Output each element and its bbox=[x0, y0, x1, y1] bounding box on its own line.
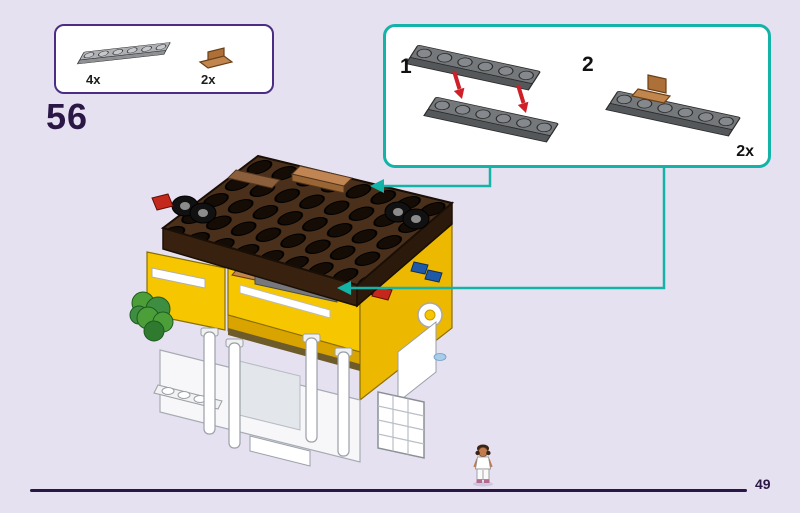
placed-tan-plate-icon bbox=[291, 165, 353, 194]
part-quantity-label: 4x bbox=[86, 72, 101, 87]
parts-callout-box: 4x 2x bbox=[54, 24, 274, 94]
lower-white-structure bbox=[153, 349, 425, 467]
bracket-icon bbox=[198, 47, 234, 69]
blue-bow-icon bbox=[433, 353, 447, 361]
columns bbox=[200, 327, 353, 457]
building-walls bbox=[146, 222, 453, 404]
substep2-assembly-icon bbox=[605, 74, 742, 137]
step-number: 56 bbox=[46, 96, 89, 137]
teal-arrow-1 bbox=[370, 167, 492, 193]
plant-foliage bbox=[129, 291, 174, 342]
minifigure bbox=[473, 444, 493, 487]
plate-1x6-icon bbox=[76, 41, 171, 65]
parts-art bbox=[76, 41, 234, 69]
footer-divider bbox=[30, 489, 747, 492]
substep-2-label: 2 bbox=[582, 53, 594, 76]
bracket-on-model-icon bbox=[245, 255, 263, 273]
callout-quantity-label: 2x bbox=[736, 143, 754, 160]
assembly-callout-box: 1 2 2x bbox=[383, 24, 771, 168]
page-number: 49 bbox=[755, 476, 771, 492]
brown-base-plate bbox=[151, 154, 455, 308]
red-placement-arrows bbox=[452, 70, 529, 113]
logo-badge-icon bbox=[417, 302, 443, 328]
mid-layer-plates bbox=[208, 239, 443, 303]
lattice-window bbox=[377, 391, 425, 459]
model-illustration bbox=[129, 154, 455, 467]
substep-1-label: 1 bbox=[400, 55, 412, 78]
teal-arrow-2 bbox=[337, 167, 666, 295]
substep1-plate-bottom-icon bbox=[423, 96, 560, 143]
white-door-panel bbox=[397, 320, 437, 404]
part-quantity-label: 2x bbox=[201, 72, 216, 87]
substep1-plate-top-icon bbox=[405, 44, 542, 91]
callout-art bbox=[405, 44, 742, 143]
wheel-icon bbox=[341, 271, 363, 289]
